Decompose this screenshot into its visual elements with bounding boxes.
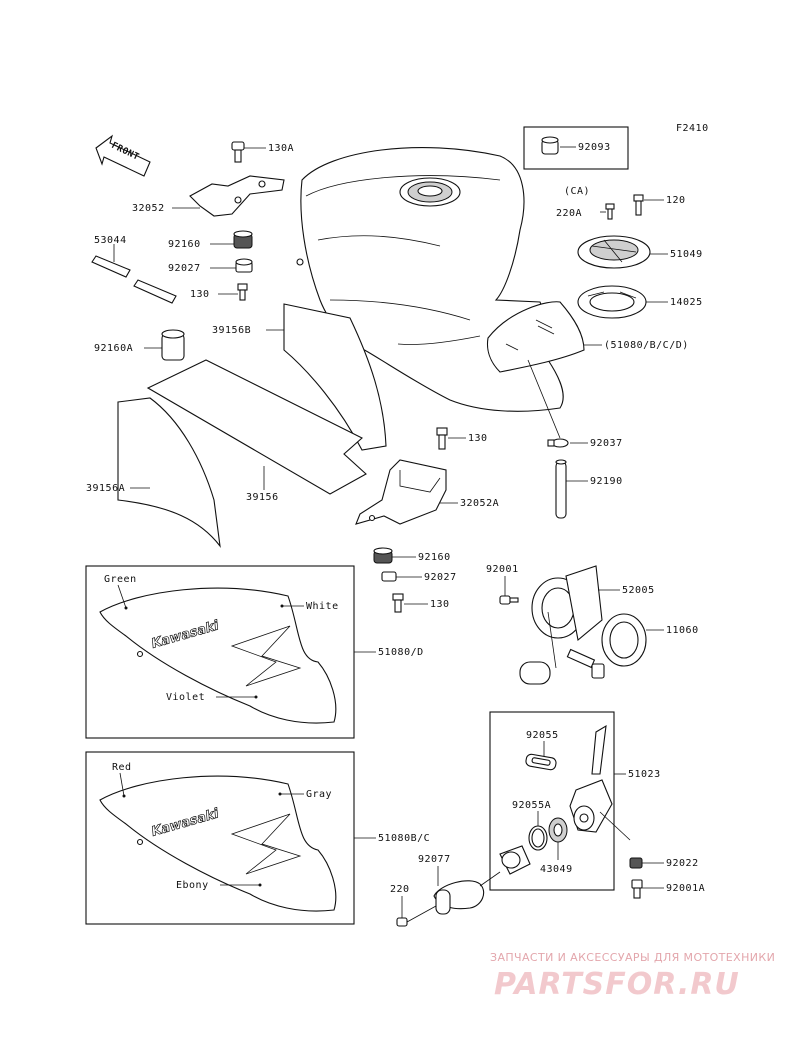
- fuel-cock-51023: [569, 724, 631, 841]
- cap-92093: [541, 136, 559, 155]
- decal-lower: Kawasaki: [99, 775, 337, 912]
- bolt-130-lower: [392, 593, 404, 613]
- pad-39156A: [117, 397, 221, 548]
- front-arrow-icon: FRONT: [95, 134, 151, 177]
- label-130-mid: 130: [468, 433, 488, 444]
- label-130A: 130A: [268, 143, 294, 154]
- label-92160: 92160: [168, 239, 201, 250]
- label-130-lower: 130: [430, 599, 450, 610]
- label-51080BC: 51080B/C: [378, 833, 430, 844]
- collar-92027: [235, 258, 253, 273]
- label-32052A: 32052A: [460, 498, 499, 509]
- decal-upper-color-white: White: [306, 601, 339, 612]
- label-92077: 92077: [418, 854, 451, 865]
- label-51023: 51023: [628, 769, 661, 780]
- label-39156: 39156: [246, 492, 279, 503]
- label-14025: 14025: [670, 297, 703, 308]
- strip-53044: [91, 255, 177, 304]
- label-92001A: 92001A: [666, 883, 705, 894]
- decal-upper: Kawasaki: [99, 587, 337, 724]
- gasket-92055: [525, 753, 557, 771]
- tank-pad: [486, 301, 585, 373]
- label-51049: 51049: [670, 249, 703, 260]
- hose-92190: [555, 459, 567, 519]
- label-120: 120: [666, 195, 686, 206]
- pump-52005: [519, 565, 605, 685]
- bolt-130: [237, 283, 248, 301]
- filler-cap-51049: [577, 235, 651, 269]
- oring-92055A: [528, 825, 548, 851]
- damper-92160A: [161, 329, 185, 361]
- bolt-92001A: [631, 879, 643, 899]
- decal-upper-color-violet: Violet: [166, 692, 205, 703]
- bracket-32052A: [355, 459, 447, 525]
- group-label: (CA): [564, 186, 590, 197]
- decal-lower-color-red: Red: [112, 762, 132, 773]
- pad-39156B: [283, 303, 387, 451]
- label-92055A: 92055A: [512, 800, 551, 811]
- bracket-32052: [189, 175, 285, 217]
- label-92027-lower: 92027: [424, 572, 457, 583]
- watermark-line1: ЗАПЧАСТИ И АКСЕССУАРЫ ДЛЯ МОТОТЕХНИКИ: [490, 951, 775, 964]
- label-43049: 43049: [540, 864, 573, 875]
- label-92022: 92022: [666, 858, 699, 869]
- diagram-code: F2410: [676, 123, 709, 134]
- screw-220: [396, 905, 437, 927]
- watermark-line2: PARTSFOR.RU: [494, 967, 740, 1002]
- label-92160A: 92160A: [94, 343, 133, 354]
- bolt-220A: [605, 203, 615, 220]
- clamp-92037: [547, 438, 569, 448]
- bolt-130A: [231, 141, 245, 163]
- label-52005: 52005: [622, 585, 655, 596]
- gasket-11060: [601, 613, 647, 667]
- decal-upper-color-green: Green: [104, 574, 137, 585]
- filler-ring-14025: [577, 285, 647, 319]
- decal-lower-color-gray: Gray: [306, 789, 332, 800]
- cap-92093-box: [523, 126, 629, 170]
- label-92037: 92037: [590, 438, 623, 449]
- washer-92022: [629, 857, 643, 869]
- decal-lower-color-ebony: Ebony: [176, 880, 209, 891]
- label-92093: 92093: [578, 142, 611, 153]
- label-51080D: 51080/D: [378, 647, 424, 658]
- label-92190: 92190: [590, 476, 623, 487]
- label-32052: 32052: [132, 203, 165, 214]
- bolt-130-mid: [436, 427, 448, 450]
- label-39156A: 39156A: [86, 483, 125, 494]
- label-51080BCD: (51080/B/C/D): [604, 340, 689, 351]
- label-53044: 53044: [94, 235, 127, 246]
- label-130: 130: [190, 289, 210, 300]
- filter-43049: [548, 817, 568, 843]
- label-92027: 92027: [168, 263, 201, 274]
- label-220: 220: [390, 884, 410, 895]
- bolt-92001: [499, 595, 519, 605]
- label-220A: 220A: [556, 208, 582, 219]
- collar-92027-lower: [381, 571, 397, 582]
- bolt-120: [633, 194, 644, 216]
- label-11060: 11060: [666, 625, 699, 636]
- label-92055: 92055: [526, 730, 559, 741]
- fuel-cock-box: [489, 711, 615, 891]
- pad-39156: [146, 359, 367, 495]
- label-92001: 92001: [486, 564, 519, 575]
- label-39156B: 39156B: [212, 325, 251, 336]
- label-92160-lower: 92160: [418, 552, 451, 563]
- grommet-92160-lower: [373, 547, 393, 564]
- lever-92077: [433, 845, 531, 915]
- grommet-92160: [233, 230, 253, 249]
